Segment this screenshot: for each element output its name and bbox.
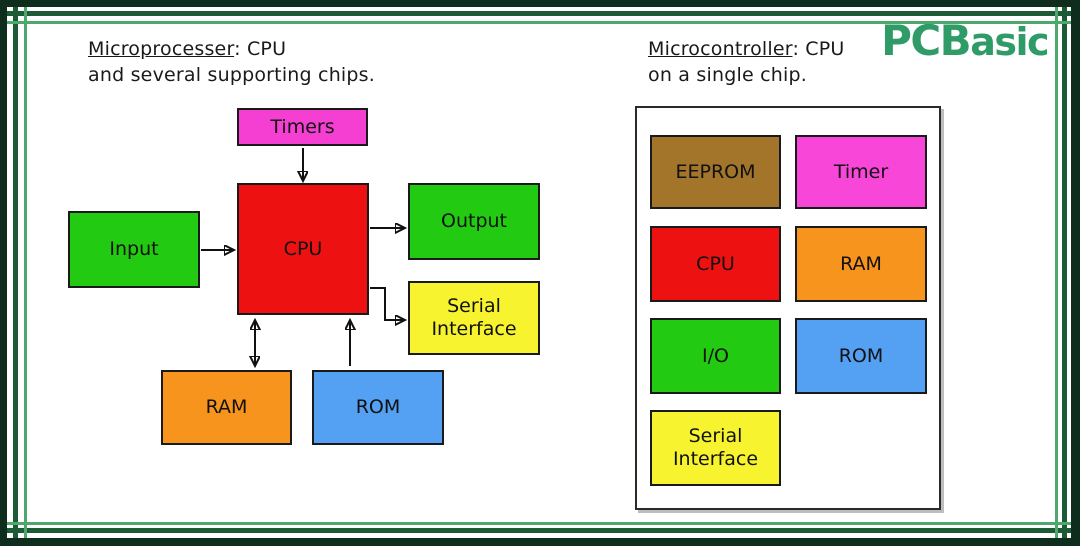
chip-block-io-label: I/O [702, 344, 729, 367]
block-rom: ROM [312, 370, 444, 445]
chip-block-cpu-label: CPU [696, 252, 735, 275]
chip-block-ram: RAM [795, 226, 927, 302]
chip-block-ram-label: RAM [840, 252, 882, 275]
frame-inner-dark-line-right [1062, 0, 1067, 546]
frame-inner-light-line-right [1055, 0, 1058, 546]
block-output: Output [408, 183, 540, 260]
chip-block-timer: Timer [795, 135, 927, 209]
pcbasic-logo-suffix: asic [970, 20, 1049, 64]
pcbasic-logo: PCBasic [881, 16, 1049, 65]
pcbasic-logo-prefix: PCB [881, 16, 972, 65]
microprocessor-title-line2: and several supporting chips. [88, 64, 376, 86]
microcontroller-title-line1: Microcontroller: CPU [648, 36, 845, 62]
microcontroller-title: Microcontroller: CPU on a single chip. [648, 36, 845, 88]
block-cpu-label: CPU [283, 237, 323, 260]
block-output-label: Output [441, 210, 507, 232]
microprocessor-term: Microprocesser [88, 38, 235, 60]
chip-block-timer-label: Timer [833, 160, 889, 183]
microprocessor-term-rest: : CPU [234, 38, 287, 60]
microcontroller-term-rest: : CPU [792, 38, 845, 60]
block-input: Input [68, 211, 200, 288]
frame-inner-dark-line-bottom [0, 528, 1080, 533]
chip-block-serial-interface: Serial Interface [650, 410, 781, 486]
block-ram-label: RAM [205, 396, 248, 418]
microprocessor-title: Microprocesser: CPU and several supporti… [88, 36, 375, 88]
microcontroller-title-line2: on a single chip. [648, 64, 807, 86]
chip-block-eeprom-label: EEPROM [675, 160, 756, 183]
microcontroller-chip-panel: EEPROM Timer CPU RAM I/O ROM Serial Inte… [635, 106, 941, 510]
block-cpu: CPU [237, 183, 369, 315]
block-timers-label: Timers [270, 115, 335, 138]
chip-block-cpu: CPU [650, 226, 781, 302]
arrow-cpu-to-serial [370, 287, 404, 320]
frame-inner-light-line-left [24, 0, 27, 546]
block-serial-interface: Serial Interface [408, 281, 540, 355]
block-serial-interface-label: Serial Interface [431, 295, 517, 340]
microcontroller-term: Microcontroller [648, 38, 793, 60]
frame-inner-dark-line-left [13, 0, 18, 546]
block-ram: RAM [161, 370, 292, 445]
chip-block-serial-interface-label: Serial Interface [672, 425, 759, 470]
block-rom-label: ROM [355, 396, 401, 418]
chip-block-rom: ROM [795, 318, 927, 394]
block-input-label: Input [109, 238, 159, 260]
frame-inner-light-line-bottom [0, 522, 1080, 525]
block-timers: Timers [237, 108, 368, 146]
chip-block-io: I/O [650, 318, 781, 394]
microprocessor-title-line1: Microprocesser: CPU [88, 36, 375, 62]
chip-block-rom-label: ROM [838, 344, 884, 367]
chip-block-eeprom: EEPROM [650, 135, 781, 209]
